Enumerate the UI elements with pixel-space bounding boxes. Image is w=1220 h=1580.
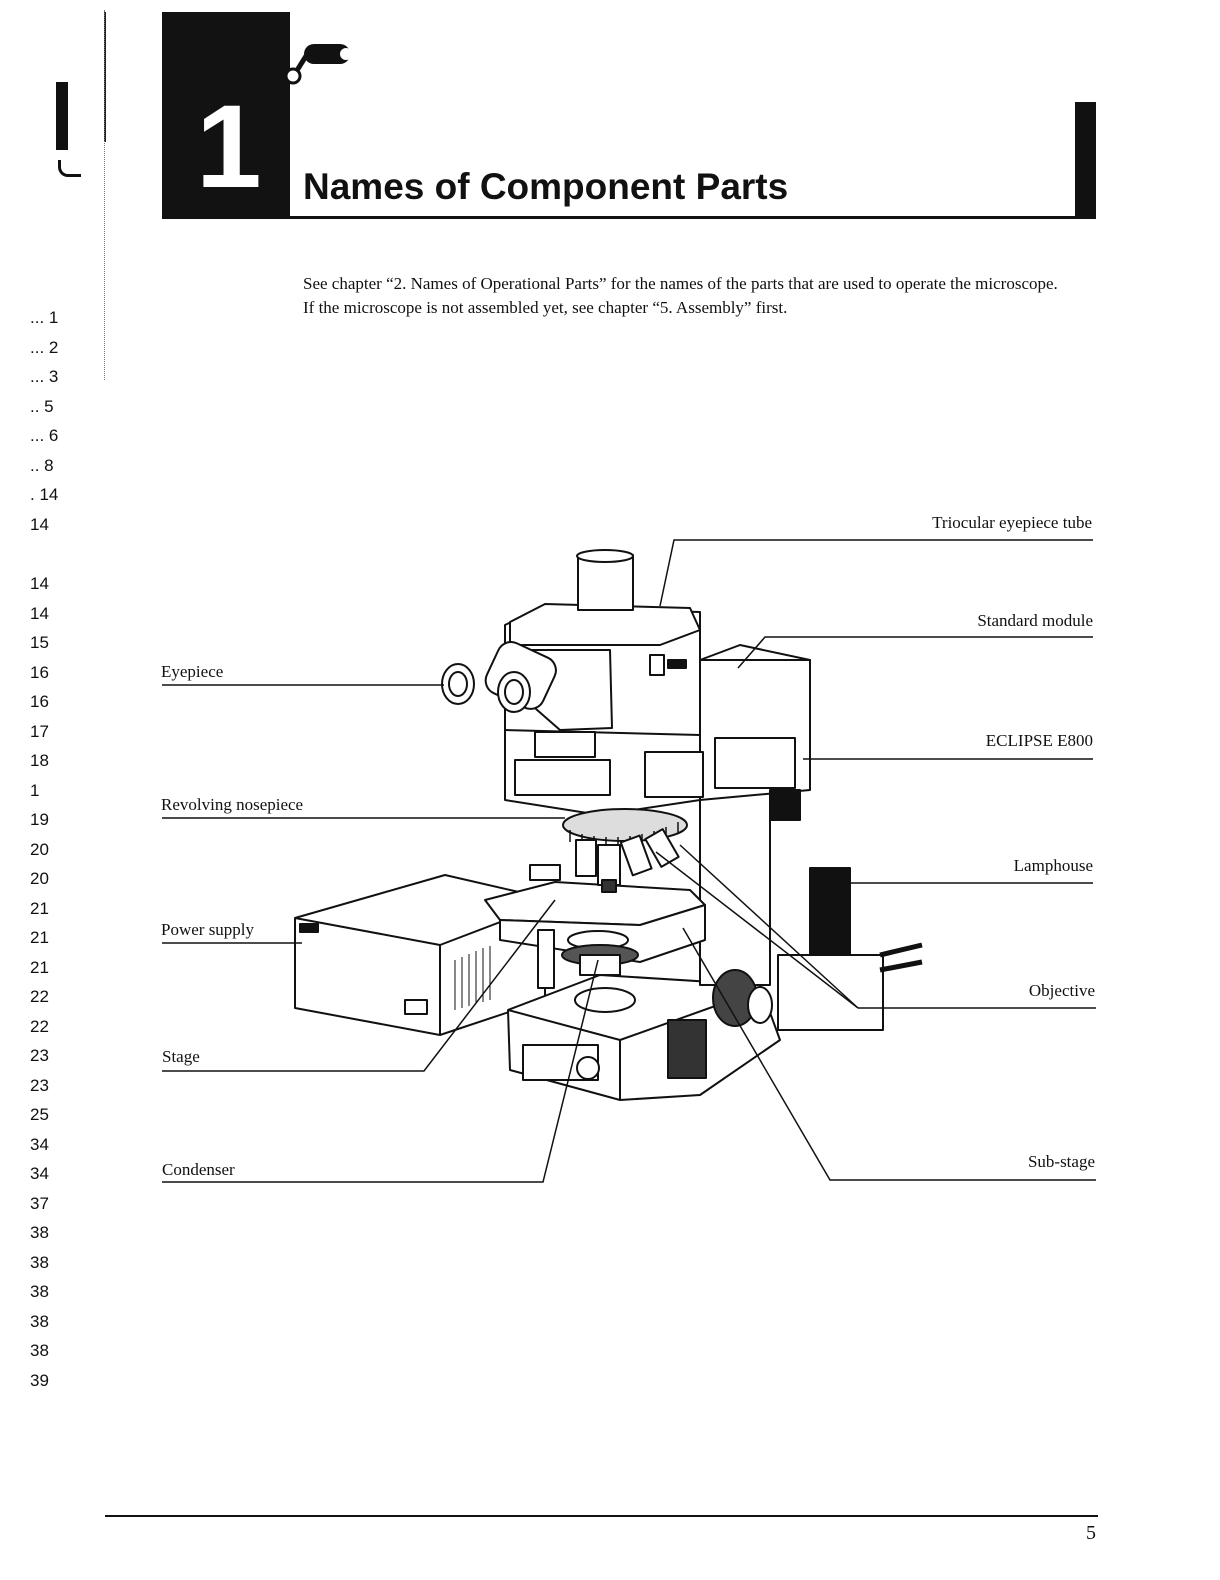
intro-paragraph: If the microscope is not assembled yet, … bbox=[303, 298, 788, 317]
margin-number: 38 bbox=[30, 1223, 49, 1242]
margin-number: 16 bbox=[30, 692, 49, 711]
margin-number: 22 bbox=[30, 987, 49, 1006]
margin-number: 38 bbox=[30, 1341, 49, 1360]
label-eyepiece: Eyepiece bbox=[161, 662, 224, 681]
page-number: 5 bbox=[1086, 1522, 1096, 1544]
margin-rule bbox=[104, 12, 106, 142]
intro-text: See chapter “2. Names of Operational Par… bbox=[303, 272, 1093, 320]
label-objective: Objective bbox=[1028, 981, 1095, 1000]
margin-number: 37 bbox=[30, 1194, 49, 1213]
margin-number: 20 bbox=[30, 840, 49, 859]
chapter-number-block bbox=[162, 12, 290, 218]
label-lamphouse: Lamphouse bbox=[1013, 856, 1093, 875]
label-condenser: Condenser bbox=[162, 1160, 235, 1179]
label-eclipse-e800: ECLIPSE E800 bbox=[985, 731, 1093, 750]
margin-number: 15 bbox=[30, 633, 49, 652]
title-rule bbox=[162, 216, 1096, 219]
intro-paragraph: See chapter “2. Names of Operational Par… bbox=[303, 274, 1058, 293]
margin-number: .. 5 bbox=[30, 397, 54, 416]
label-power-supply: Power supply bbox=[161, 920, 255, 939]
label-triocular-eyepiece-tube: Triocular eyepiece tube bbox=[932, 513, 1092, 532]
margin-number: 38 bbox=[30, 1253, 49, 1272]
label-stage: Stage bbox=[162, 1047, 200, 1066]
margin-number: 38 bbox=[30, 1282, 49, 1301]
margin-number: 19 bbox=[30, 810, 49, 829]
margin-number: 22 bbox=[30, 1017, 49, 1036]
margin-black-hook bbox=[58, 160, 81, 177]
margin-number: ... 6 bbox=[30, 426, 59, 445]
margin-number: 1 bbox=[30, 781, 40, 800]
margin-number: 16 bbox=[30, 663, 49, 682]
margin-number: 14 bbox=[30, 574, 49, 593]
margin-number: 21 bbox=[30, 899, 49, 918]
margin-number: 14 bbox=[30, 604, 49, 623]
margin-number: 39 bbox=[30, 1371, 49, 1390]
chapter-number: 1 bbox=[196, 81, 262, 213]
label-revolving-nosepiece: Revolving nosepiece bbox=[161, 795, 304, 814]
margin-black-mark bbox=[56, 82, 68, 150]
microscope-knob-icon bbox=[284, 44, 352, 85]
margin-number: ... 1 bbox=[30, 308, 59, 327]
margin-number: 21 bbox=[30, 928, 49, 947]
label-sub-stage: Sub-stage bbox=[1027, 1152, 1095, 1171]
margin-number: 25 bbox=[30, 1105, 49, 1124]
page-title: Names of Component Parts bbox=[303, 166, 789, 207]
margin-number: 34 bbox=[30, 1164, 49, 1183]
margin-number: .. 8 bbox=[30, 456, 54, 475]
margin-number: 21 bbox=[30, 958, 49, 977]
margin-number: . 14 bbox=[30, 485, 59, 504]
margin-number: 38 bbox=[30, 1312, 49, 1331]
margin-number: ... 3 bbox=[30, 367, 59, 386]
margin-number: ... 2 bbox=[30, 338, 59, 357]
margin-number: 14 bbox=[30, 515, 49, 534]
title-end-bar bbox=[1075, 102, 1096, 219]
footer-rule bbox=[105, 1515, 1098, 1517]
margin-number: 18 bbox=[30, 751, 49, 770]
margin-number: 23 bbox=[30, 1046, 49, 1065]
label-standard-module: Standard module bbox=[977, 611, 1093, 630]
margin-number: 34 bbox=[30, 1135, 49, 1154]
margin-dotted-rule bbox=[104, 10, 105, 380]
margin-number: 17 bbox=[30, 722, 49, 741]
margin-number: 23 bbox=[30, 1076, 49, 1095]
margin-number: 20 bbox=[30, 869, 49, 888]
